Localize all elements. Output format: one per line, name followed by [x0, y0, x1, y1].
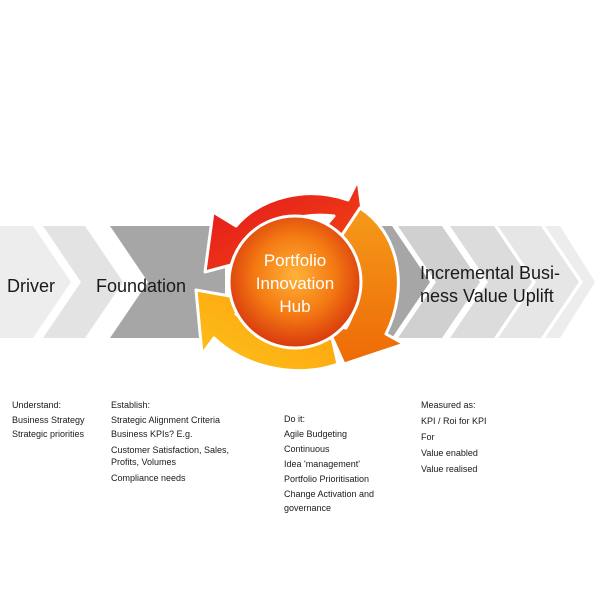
list-item: Idea 'management'	[284, 459, 360, 469]
chevron-arrow	[450, 226, 532, 338]
list-item: Portfolio Prioritisation	[284, 474, 370, 484]
list-item: Customer Satisfaction, Sales,	[111, 445, 230, 455]
list-item: Strategic Alignment Criteria	[111, 415, 221, 425]
hub-label-line2: Innovation	[256, 274, 334, 293]
chevron-arrow	[545, 226, 595, 338]
list-item: Strategic priorities	[12, 429, 85, 439]
column-understand: Understand: Business Strategy Strategic …	[12, 398, 85, 441]
list-item: governance	[284, 503, 332, 513]
stage-outcome: Incremental Busi- ness Value Uplift	[420, 262, 560, 308]
list-item: For	[421, 432, 435, 442]
column-measured: Measured as: KPI / Roi for KPI For Value…	[421, 398, 487, 476]
column-heading: Measured as:	[421, 400, 476, 410]
chevron-arrow	[110, 226, 225, 338]
column-do-it: Do it: Agile Budgeting Continuous Idea '…	[284, 412, 374, 515]
list-item: Agile Budgeting	[284, 429, 348, 439]
stage-outcome-line1: Incremental Busi-	[420, 263, 561, 283]
column-heading: Do it:	[284, 414, 306, 424]
column-heading: Establish:	[111, 400, 151, 410]
chevron-arrow	[43, 226, 123, 338]
hub-label-line3: Hub	[279, 297, 310, 316]
hub-circle	[227, 214, 363, 350]
chevron-arrow	[398, 226, 480, 338]
chevron-arrow	[498, 226, 579, 338]
list-item: Profits, Volumes	[111, 457, 177, 467]
hub-label-line1: Portfolio	[264, 251, 326, 270]
stage-foundation: Foundation	[96, 276, 187, 296]
stage-driver: Driver	[7, 276, 55, 296]
list-item: Business KPIs? E.g.	[111, 429, 193, 439]
stage-outcome-line2: ness Value Uplift	[420, 286, 554, 306]
column-establish: Establish: Strategic Alignment Criteria …	[111, 398, 229, 485]
list-item: Change Activation and	[284, 489, 375, 499]
column-heading: Understand:	[12, 400, 62, 410]
list-item: Value realised	[421, 464, 478, 474]
list-item: Value enabled	[421, 448, 478, 458]
chevron-arrow	[0, 226, 71, 338]
list-item: Business Strategy	[12, 415, 85, 425]
list-item: KPI / Roi for KPI	[421, 416, 487, 426]
list-item: Compliance needs	[111, 473, 186, 483]
list-item: Continuous	[284, 444, 330, 454]
